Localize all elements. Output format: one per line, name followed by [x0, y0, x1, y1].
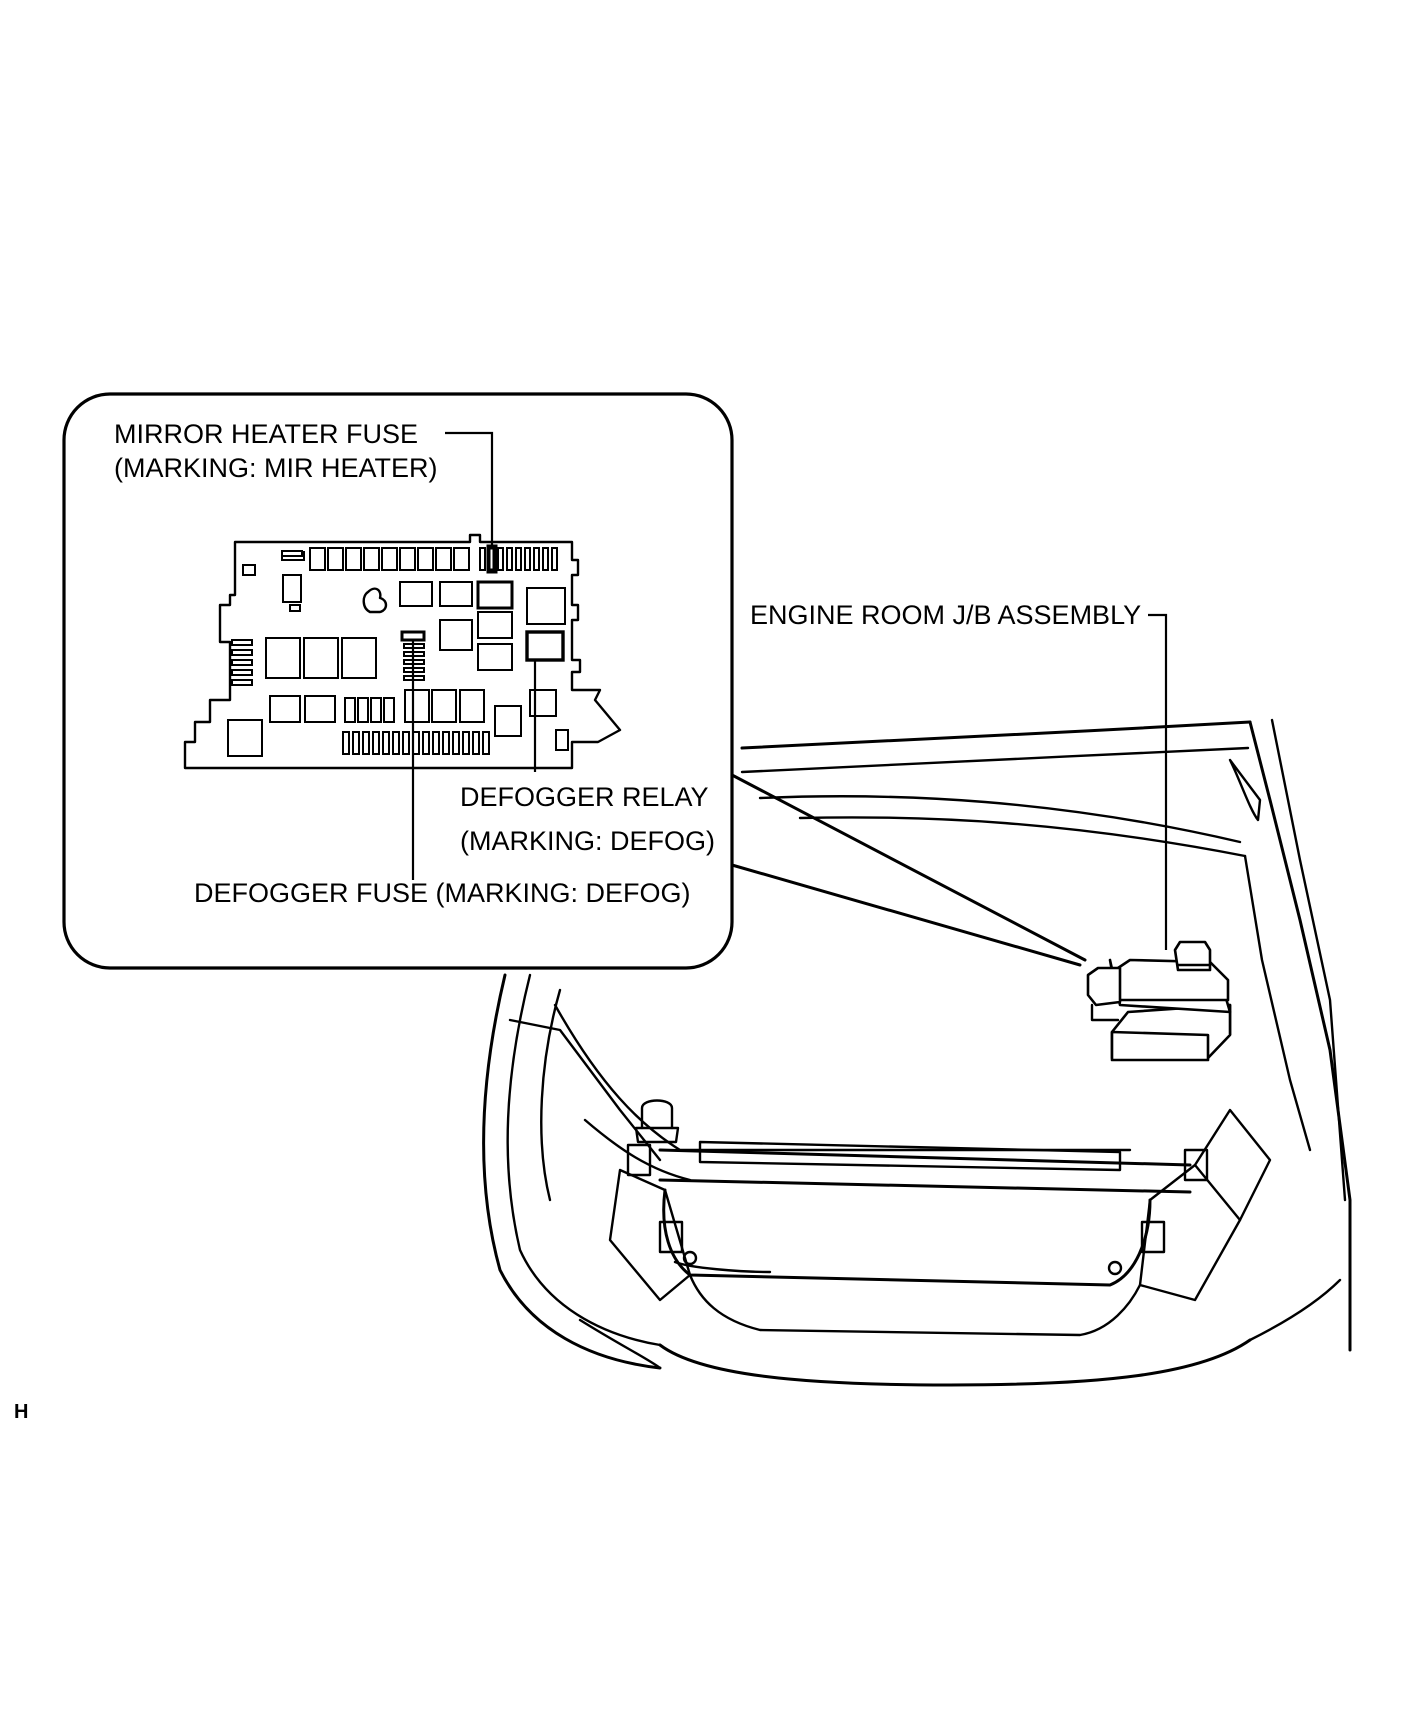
leader-lines — [411, 431, 1168, 950]
vehicle-front-drawing — [482, 718, 1352, 1387]
mirror-heater-fuse-label-line2: (MARKING: MIR HEATER) — [114, 453, 438, 483]
defogger-fuse-label: DEFOGGER FUSE (MARKING: DEFOG) — [192, 878, 693, 908]
defogger-relay-label-line1: DEFOGGER RELAY — [460, 782, 709, 812]
mirror-heater-fuse-label: MIRROR HEATER FUSE (MARKING: MIR HEATER) — [114, 421, 438, 482]
callout-frame — [62, 392, 1087, 970]
mirror-heater-fuse-label-line1: MIRROR HEATER FUSE — [114, 419, 419, 449]
fuse-block-detail — [183, 533, 622, 770]
figure-code: H — [14, 1401, 29, 1423]
engine-room-jb-unit — [1086, 940, 1232, 1062]
defogger-relay-label-line2: (MARKING: DEFOG) — [460, 826, 715, 856]
engine-room-jb-label: ENGINE ROOM J/B ASSEMBLY — [750, 600, 1142, 630]
defogger-relay-label: DEFOGGER RELAY (MARKING: DEFOG) — [460, 784, 715, 855]
